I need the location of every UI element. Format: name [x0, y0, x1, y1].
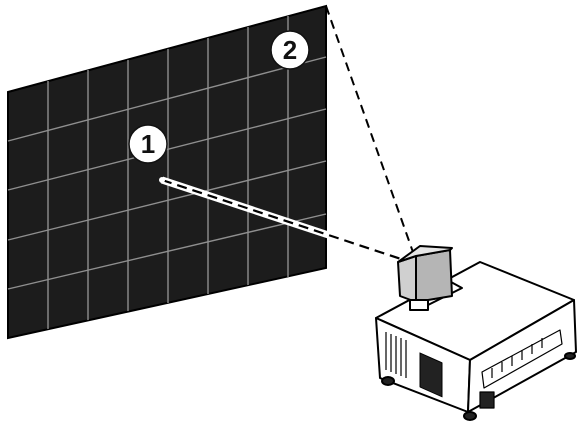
callout-1-badge	[128, 124, 168, 164]
edge-beam	[325, 5, 415, 256]
lens-mount	[409, 299, 429, 311]
front-vent	[385, 332, 407, 378]
callout-2-label: 2	[283, 35, 297, 65]
center-beam	[161, 178, 405, 262]
callout-1-label: 1	[141, 129, 155, 159]
projector-foot-back	[564, 352, 576, 360]
callout-1: 1	[128, 124, 168, 164]
side-panel	[479, 329, 563, 409]
projector-foot-left	[381, 376, 395, 386]
center-point	[159, 177, 165, 183]
lens-body-side	[415, 249, 453, 303]
front-dark-panel	[419, 352, 443, 398]
callout-2: 2	[270, 30, 310, 70]
callout-2-badge	[270, 30, 310, 70]
lens-body-front	[397, 255, 417, 303]
projection-lines	[159, 5, 415, 264]
lens-unit-icon	[397, 245, 463, 311]
projector-foot-right	[463, 411, 477, 421]
lens-body-top	[397, 245, 453, 263]
projection-screen	[7, 4, 327, 340]
projector-icon	[375, 261, 577, 421]
